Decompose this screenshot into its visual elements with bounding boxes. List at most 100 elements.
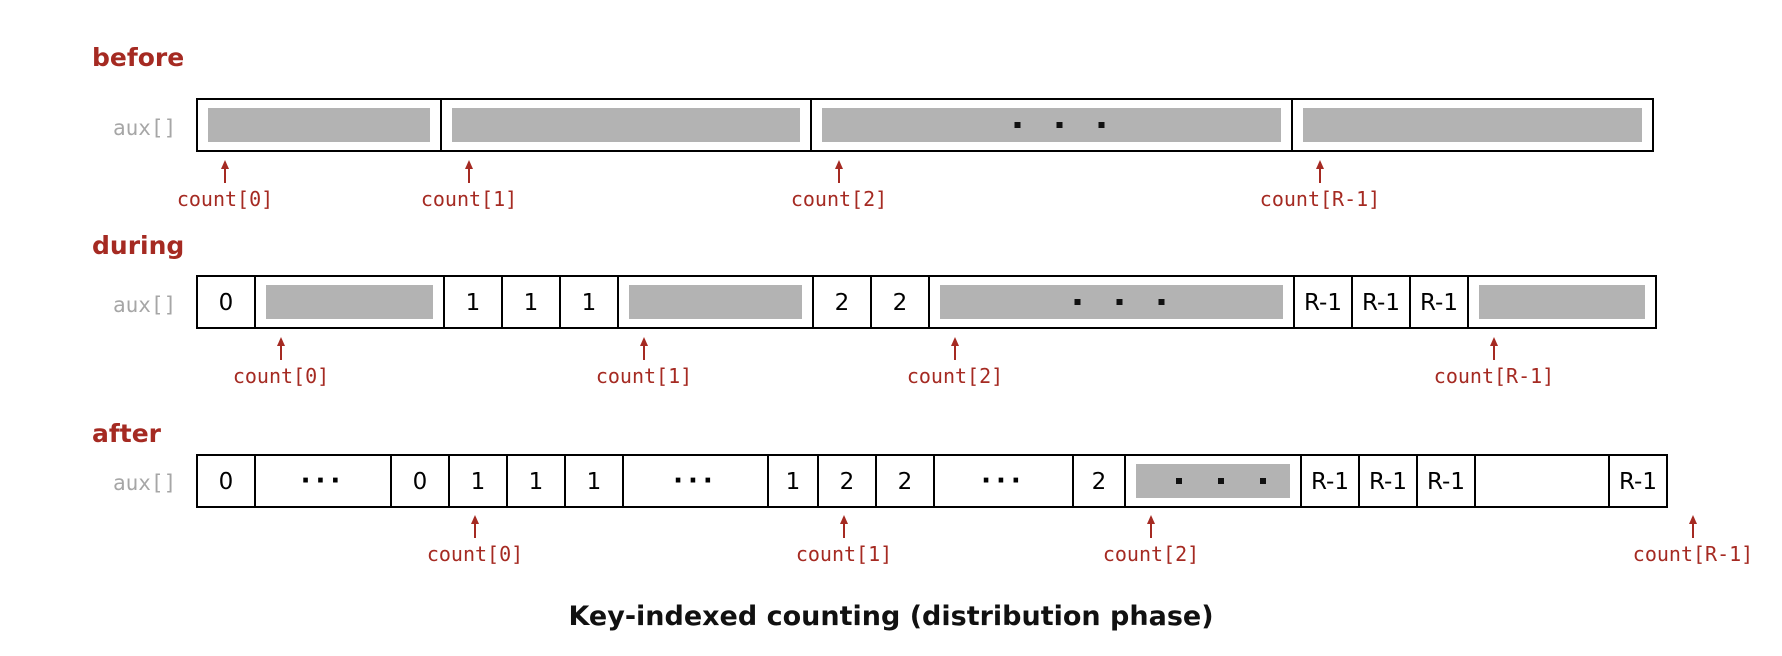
cell-border xyxy=(933,454,1074,508)
pointer-arrow-head xyxy=(471,515,479,524)
array-cell: 0 xyxy=(196,454,256,508)
array-cell: R-1 xyxy=(1409,275,1469,329)
array-cell: R-1 xyxy=(1351,275,1411,329)
array-cell: 2 xyxy=(817,454,877,508)
ellipsis-dot xyxy=(1116,299,1123,305)
cell-border xyxy=(870,275,930,329)
cell-border xyxy=(817,454,877,508)
section-label-during: during xyxy=(92,231,184,260)
section-label-before: before xyxy=(92,43,184,72)
ellipsis-dot xyxy=(1176,478,1182,484)
aux-array-before xyxy=(196,98,1654,152)
empty-region-shading xyxy=(452,108,800,142)
cell-border xyxy=(1072,454,1126,508)
cell-border xyxy=(1474,454,1610,508)
array-cell xyxy=(810,98,1293,152)
cell-key: 0 xyxy=(219,290,234,316)
aux-label-during: aux[] xyxy=(113,293,176,317)
empty-region-shading xyxy=(1479,285,1645,319)
empty-region-shading xyxy=(266,285,433,319)
pointer-arrow-head xyxy=(840,515,848,524)
array-cell: R-1 xyxy=(1358,454,1418,508)
before-section: before aux[] count[0]count[1]count[2]cou… xyxy=(92,43,1654,211)
count-pointers-after: count[0] count[1] count[2] count[R-1] xyxy=(427,515,1753,566)
cell-key: 2 xyxy=(1092,469,1107,495)
cell-key: 2 xyxy=(898,469,913,495)
cell-key: R-1 xyxy=(1619,469,1657,495)
cell-ellipsis: ··· xyxy=(673,466,718,496)
cell-border xyxy=(875,454,935,508)
cell-ellipsis: ··· xyxy=(981,466,1026,496)
cell-border xyxy=(1416,454,1476,508)
count-pointer: count[R-1] xyxy=(1260,160,1380,211)
count-pointer: count[2] xyxy=(791,160,887,211)
cell-key: R-1 xyxy=(1304,290,1342,316)
ellipsis-dot xyxy=(1056,122,1063,128)
count-pointer: count[0] xyxy=(233,337,329,388)
pointer-arrow-head xyxy=(1689,515,1697,524)
ellipsis-dot xyxy=(1218,478,1224,484)
ellipsis-dot xyxy=(1074,299,1081,305)
count-pointer-label: count[1] xyxy=(796,542,892,566)
count-pointer-label: count[1] xyxy=(596,364,692,388)
ellipsis-dot xyxy=(1260,478,1266,484)
figure-caption: Key-indexed counting (distribution phase… xyxy=(568,601,1213,632)
cell-key: R-1 xyxy=(1420,290,1458,316)
count-pointer: count[2] xyxy=(907,337,1003,388)
array-cell: 1 xyxy=(448,454,508,508)
count-pointer-label: count[R-1] xyxy=(1633,542,1753,566)
array-cell: R-1 xyxy=(1608,454,1668,508)
array-cell: 2 xyxy=(875,454,935,508)
cell-key: 2 xyxy=(835,290,850,316)
array-cell: 1 xyxy=(564,454,624,508)
cell-key: 1 xyxy=(524,290,539,316)
count-pointer-label: count[R-1] xyxy=(1434,364,1554,388)
cell-key: 0 xyxy=(413,469,428,495)
array-cell: 0 xyxy=(196,275,256,329)
pointer-arrow-head xyxy=(465,160,473,169)
pointer-arrow-head xyxy=(951,337,959,346)
cell-key: R-1 xyxy=(1311,469,1349,495)
array-cell: 1 xyxy=(767,454,819,508)
cell-key: 1 xyxy=(529,469,544,495)
cell-key: 2 xyxy=(893,290,908,316)
ellipsis-dot xyxy=(1158,299,1165,305)
pointer-arrow-head xyxy=(1316,160,1324,169)
count-pointer-label: count[R-1] xyxy=(1260,187,1380,211)
array-cell: ··· xyxy=(622,454,769,508)
cell-key: 2 xyxy=(840,469,855,495)
count-pointer: count[2] xyxy=(1103,515,1199,566)
count-pointer-label: count[2] xyxy=(791,187,887,211)
empty-region-shading xyxy=(1136,464,1290,498)
cell-key: 1 xyxy=(582,290,597,316)
empty-region-shading xyxy=(208,108,430,142)
cell-key: 1 xyxy=(587,469,602,495)
count-pointer: count[0] xyxy=(427,515,523,566)
array-cell: 2 xyxy=(1072,454,1126,508)
cell-ellipsis: ··· xyxy=(301,466,346,496)
cell-key: R-1 xyxy=(1369,469,1407,495)
empty-region-shading xyxy=(629,285,802,319)
cell-border xyxy=(767,454,819,508)
array-cell: ··· xyxy=(933,454,1074,508)
array-cell xyxy=(1124,454,1302,508)
array-cell xyxy=(1474,454,1610,508)
array-cell xyxy=(440,98,812,152)
count-pointer: count[0] xyxy=(177,160,273,211)
cell-border xyxy=(254,454,392,508)
count-pointer-label: count[0] xyxy=(427,542,523,566)
cell-border xyxy=(506,454,566,508)
cell-key: 0 xyxy=(219,469,234,495)
cell-key: 1 xyxy=(471,469,486,495)
count-pointer: count[1] xyxy=(596,337,692,388)
aux-label-after: aux[] xyxy=(113,471,176,495)
pointer-arrow-head xyxy=(221,160,229,169)
array-cell xyxy=(1291,98,1654,152)
count-pointer-label: count[0] xyxy=(233,364,329,388)
section-label-after: after xyxy=(92,419,162,448)
pointer-arrow-head xyxy=(835,160,843,169)
